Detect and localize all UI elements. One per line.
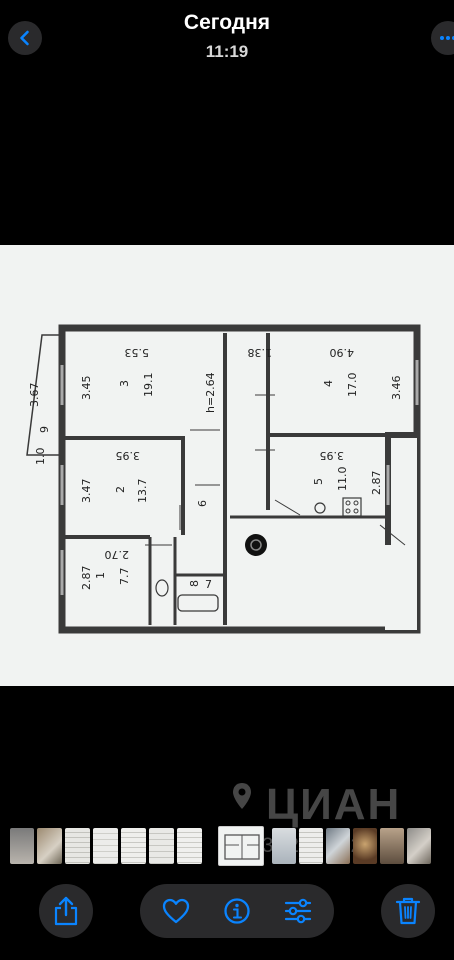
room-5-number: 5 xyxy=(312,478,325,485)
photo-time: 11:19 xyxy=(205,42,249,61)
room-1-area: 7.7 xyxy=(118,568,131,586)
toilet-number: 8 xyxy=(188,580,201,587)
chevron-left-icon xyxy=(20,30,29,46)
room-3-number: 3 xyxy=(118,380,131,387)
favorite-button[interactable] xyxy=(149,884,203,938)
info-icon xyxy=(224,898,250,924)
floor-plan-image: 5.53 3 19.1 3.45 h=2.64 1.38 4.90 4 17.0… xyxy=(26,324,421,634)
back-button[interactable] xyxy=(8,21,42,55)
more-button[interactable] xyxy=(431,21,454,55)
heart-icon xyxy=(162,898,190,924)
thumbnail[interactable] xyxy=(177,828,202,864)
thumbnail[interactable] xyxy=(299,828,323,864)
thumbnail[interactable] xyxy=(326,828,350,864)
trash-icon xyxy=(395,897,421,925)
balcony-depth: 1.0 xyxy=(34,448,47,466)
room-4-depth: 3.46 xyxy=(390,376,403,401)
thumbnail[interactable] xyxy=(353,828,377,864)
room-3-width: 5.53 xyxy=(125,346,150,359)
room-4-area: 17.0 xyxy=(346,373,359,398)
thumbnail-strip[interactable] xyxy=(10,826,446,866)
thumbnail[interactable] xyxy=(93,828,118,864)
room-2-area: 13.7 xyxy=(136,479,149,504)
info-button[interactable] xyxy=(210,884,264,938)
ellipsis-icon xyxy=(440,36,454,40)
photo-viewer[interactable]: 5.53 3 19.1 3.45 h=2.64 1.38 4.90 4 17.0… xyxy=(0,245,454,686)
room-5-area: 11.0 xyxy=(336,467,349,492)
room-2-number: 2 xyxy=(114,486,127,493)
thumbnail[interactable] xyxy=(10,828,34,864)
thumbnail[interactable] xyxy=(149,828,174,864)
room-3-depth: 3.45 xyxy=(80,376,93,401)
action-pill xyxy=(140,884,334,938)
thumbnail[interactable] xyxy=(407,828,431,864)
thumbnail[interactable] xyxy=(37,828,62,864)
page-title: Сегодня xyxy=(183,11,271,34)
thumbnail[interactable] xyxy=(65,828,90,864)
room-4-width: 4.90 xyxy=(330,346,355,359)
map-pin-icon xyxy=(233,783,251,809)
top-bar: Сегодня 11:19 xyxy=(0,0,454,80)
floor-plan-thumbnail xyxy=(224,834,260,860)
room-1-number: 1 xyxy=(94,572,107,579)
thumbnail-selected[interactable] xyxy=(218,826,264,866)
share-button[interactable] xyxy=(39,884,93,938)
delete-button[interactable] xyxy=(381,884,435,938)
room-1-depth: 2.87 xyxy=(80,566,93,591)
room-5-depth: 2.87 xyxy=(370,471,383,496)
room-3-area: 19.1 xyxy=(142,373,155,398)
corridor-width: 1.38 xyxy=(248,346,273,359)
room-2-width: 3.95 xyxy=(116,449,141,462)
bathroom-number: 7 xyxy=(205,578,212,591)
room-2-depth: 3.47 xyxy=(80,479,93,504)
thumbnail[interactable] xyxy=(272,828,296,864)
thumbnail[interactable] xyxy=(121,828,146,864)
room-4-number: 4 xyxy=(322,380,335,387)
thumbnail[interactable] xyxy=(380,828,404,864)
room-1-width: 2.70 xyxy=(105,548,130,561)
adjust-button[interactable] xyxy=(271,884,325,938)
sliders-icon xyxy=(284,898,312,924)
watermark-brand: ЦИАН xyxy=(266,780,402,829)
bottom-toolbar xyxy=(0,884,454,944)
balcony-length: 3.67 xyxy=(28,383,41,408)
balcony-number: 9 xyxy=(38,426,51,433)
hall-number: 6 xyxy=(196,500,209,507)
share-icon xyxy=(54,896,78,926)
ceiling-height: h=2.64 xyxy=(204,372,217,413)
room-5-width: 3.95 xyxy=(320,449,345,462)
